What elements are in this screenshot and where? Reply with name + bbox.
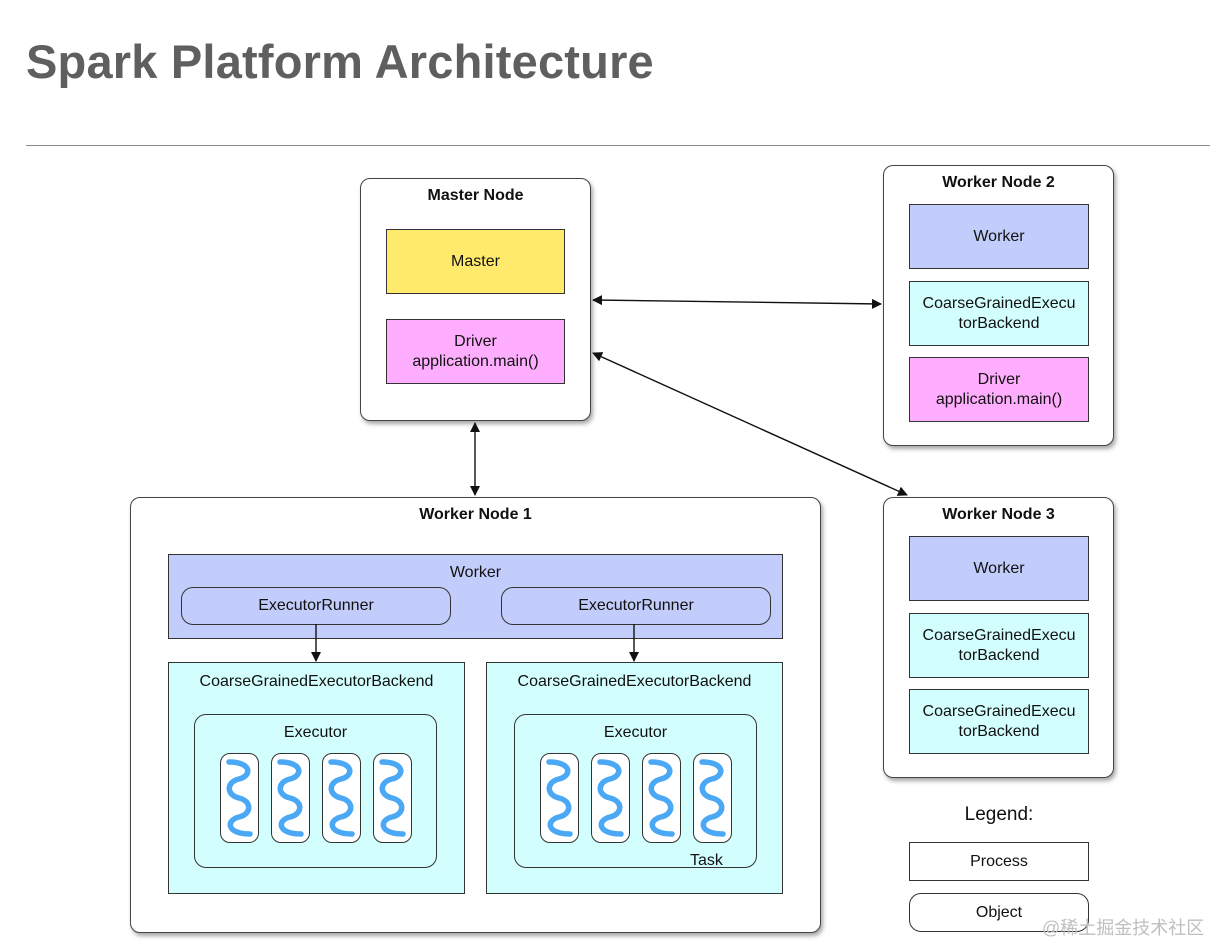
thread-icon xyxy=(546,759,573,837)
worker-node-2[interactable]: Worker Node 2 Worker CoarseGrainedExecu … xyxy=(883,165,1114,446)
task-label: Task xyxy=(690,852,723,869)
worker-3-label: Worker xyxy=(973,559,1025,577)
executor-runner-left-label: ExecutorRunner xyxy=(258,597,374,614)
thread-icon xyxy=(379,759,406,837)
executor-runner-right-label: ExecutorRunner xyxy=(578,597,694,614)
master-process[interactable]: Master xyxy=(386,229,565,294)
worker-1-label: Worker xyxy=(449,564,502,581)
executor-right-label: Executor xyxy=(603,724,668,741)
master-label: Master xyxy=(451,252,500,270)
task-thread xyxy=(322,753,361,843)
backend-left[interactable]: CoarseGrainedExecutorBackend Executor xyxy=(168,662,465,894)
worker-node-3[interactable]: Worker Node 3 Worker CoarseGrainedExecu … xyxy=(883,497,1114,778)
backend-right-label: CoarseGrainedExecutorBackend xyxy=(517,673,752,690)
worker-3-process[interactable]: Worker xyxy=(909,536,1089,601)
master-node[interactable]: Master Node Master Driver application.ma… xyxy=(360,178,591,421)
worker-2-backend-line1: CoarseGrainedExecu xyxy=(922,294,1076,312)
thread-icon xyxy=(277,759,304,837)
arrow-master-worker2 xyxy=(592,295,882,309)
worker-2-process[interactable]: Worker xyxy=(909,204,1089,269)
worker-node-1[interactable]: Worker Node 1 Worker ExecutorRunner Exec… xyxy=(130,497,821,933)
legend-process: Process xyxy=(909,842,1089,881)
worker-3-backend-2-line2: torBackend xyxy=(958,722,1040,740)
thread-icon xyxy=(226,759,253,837)
legend-object-label: Object xyxy=(975,903,1023,921)
thread-icon xyxy=(648,759,675,837)
legend-process-label: Process xyxy=(970,852,1028,870)
worker-2-backend-line2: torBackend xyxy=(958,314,1040,332)
worker-3-backend-1[interactable]: CoarseGrainedExecu torBackend xyxy=(909,613,1089,678)
driver-label-line1: Driver xyxy=(454,332,497,350)
worker-2-driver[interactable]: Driver application.main() xyxy=(909,357,1089,422)
executor-runner-right[interactable]: ExecutorRunner xyxy=(501,587,771,625)
thread-icon xyxy=(328,759,355,837)
worker-1-process[interactable]: Worker ExecutorRunner ExecutorRunner xyxy=(168,554,783,639)
worker-node-2-title: Worker Node 2 xyxy=(942,174,1055,191)
page-title: Spark Platform Architecture xyxy=(26,35,654,88)
legend-object: Object xyxy=(909,893,1089,932)
task-thread xyxy=(271,753,310,843)
worker-3-backend-1-line2: torBackend xyxy=(958,646,1040,664)
backend-right[interactable]: CoarseGrainedExecutorBackend Executor Ta… xyxy=(486,662,783,894)
worker-3-backend-2[interactable]: CoarseGrainedExecu torBackend xyxy=(909,689,1089,754)
executor-right[interactable]: Executor Task xyxy=(514,714,757,869)
title-divider xyxy=(26,145,1210,146)
worker-node-1-title: Worker Node 1 xyxy=(419,506,532,523)
worker-2-label: Worker xyxy=(973,227,1025,245)
watermark: @稀土掘金技术社区 xyxy=(1042,918,1205,938)
task-thread xyxy=(642,753,681,843)
worker-2-driver-line2: application.main() xyxy=(935,390,1063,408)
task-thread xyxy=(693,753,732,843)
executor-left[interactable]: Executor xyxy=(194,714,437,868)
driver-process[interactable]: Driver application.main() xyxy=(386,319,565,384)
task-thread xyxy=(540,753,579,843)
thread-icon xyxy=(597,759,624,837)
thread-icon xyxy=(699,759,726,837)
worker-2-driver-line1: Driver xyxy=(977,370,1021,388)
task-thread xyxy=(220,753,259,843)
arrow-master-worker3 xyxy=(592,352,908,496)
task-thread xyxy=(373,753,412,843)
legend-title: Legend: xyxy=(964,804,1034,825)
worker-3-backend-1-line1: CoarseGrainedExecu xyxy=(922,626,1076,644)
master-node-title: Master Node xyxy=(427,187,524,204)
worker-3-backend-2-line1: CoarseGrainedExecu xyxy=(922,702,1076,720)
backend-left-label: CoarseGrainedExecutorBackend xyxy=(199,673,434,690)
worker-node-3-title: Worker Node 3 xyxy=(942,506,1055,523)
task-thread xyxy=(591,753,630,843)
driver-label-line2: application.main() xyxy=(412,352,539,370)
executor-left-label: Executor xyxy=(283,724,348,741)
worker-2-backend[interactable]: CoarseGrainedExecu torBackend xyxy=(909,281,1089,346)
